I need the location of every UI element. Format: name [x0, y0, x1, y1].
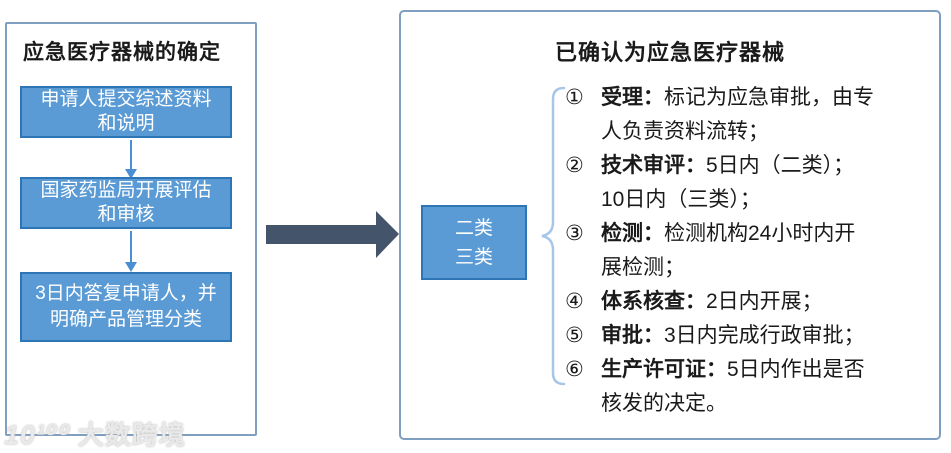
item-text: 5日内作出是否核发的决定。 [601, 358, 865, 415]
circled-number: ⑤ [565, 324, 584, 347]
step-line: 3日内答复申请人，并 [35, 283, 217, 304]
item-label: 技术审评： [601, 154, 706, 177]
item-text: 2日内开展； [706, 290, 823, 313]
down-arrow-icon [125, 231, 137, 272]
step-submit-materials: 申请人提交综述资料 和说明 [20, 86, 232, 138]
item-label: 体系核查： [601, 290, 706, 313]
confirmed-panel: 已确认为应急医疗器械 二类 三类 ① 受理：标记为应急审批，由专人负责资料流转；… [399, 10, 941, 440]
step-line: 和审核 [97, 204, 155, 225]
list-item: ④ 体系核查：2日内开展； [565, 285, 915, 319]
item-text: 检测机构24小时内开展检测； [601, 222, 856, 279]
item-text: 5日内（二类）；10日内（三类）； [601, 154, 855, 211]
item-text: 3日内完成行政审批； [664, 324, 865, 347]
step-line: 国家药监局开展评估 [40, 180, 212, 201]
item-label: 生产许可证： [601, 358, 727, 381]
list-item: ③ 检测：检测机构24小时内开展检测； [565, 217, 915, 285]
watermark-logo: 10¹⁰⁰ [4, 420, 72, 450]
item-label: 受理： [601, 86, 664, 109]
step-line: 和说明 [97, 113, 155, 134]
category-line: 三类 [454, 246, 493, 268]
step-nmpa-assessment: 国家药监局开展评估 和审核 [20, 177, 232, 229]
curly-brace-icon [541, 86, 566, 386]
step-reply-classification: 3日内答复申请人，并 明确产品管理分类 [20, 272, 232, 342]
list-item: ① 受理：标记为应急审批，由专人负责资料流转； [565, 81, 915, 149]
down-arrow-icon [125, 140, 137, 179]
procedure-list: ① 受理：标记为应急审批，由专人负责资料流转； ② 技术审评：5日内（二类）；1… [565, 81, 915, 421]
circled-number: ③ [565, 222, 584, 245]
item-label: 检测： [601, 222, 664, 245]
circled-number: ⑥ [565, 358, 584, 381]
circled-number: ① [565, 86, 584, 109]
item-text: 标记为应急审批，由专人负责资料流转； [601, 86, 874, 143]
item-label: 审批： [601, 324, 664, 347]
category-class-box: 二类 三类 [421, 205, 527, 280]
determination-panel-title: 应急医疗器械的确定 [23, 41, 221, 64]
list-item: ⑤ 审批：3日内完成行政审批； [565, 319, 915, 353]
list-item: ⑥ 生产许可证：5日内作出是否核发的决定。 [565, 353, 915, 421]
circled-number: ② [565, 154, 584, 177]
list-item: ② 技术审评：5日内（二类）；10日内（三类）； [565, 149, 915, 217]
circled-number: ④ [565, 290, 584, 313]
right-arrow-icon [266, 211, 399, 258]
category-line: 二类 [454, 217, 493, 239]
step-line: 明确产品管理分类 [49, 309, 202, 330]
watermark-text: 大数跨境 [77, 420, 186, 450]
determination-panel: 应急医疗器械的确定 申请人提交综述资料 和说明 国家药监局开展评估 和审核 3日… [5, 22, 257, 436]
step-line: 申请人提交综述资料 [40, 89, 212, 110]
confirmed-panel-title: 已确认为应急医疗器械 [554, 40, 785, 65]
